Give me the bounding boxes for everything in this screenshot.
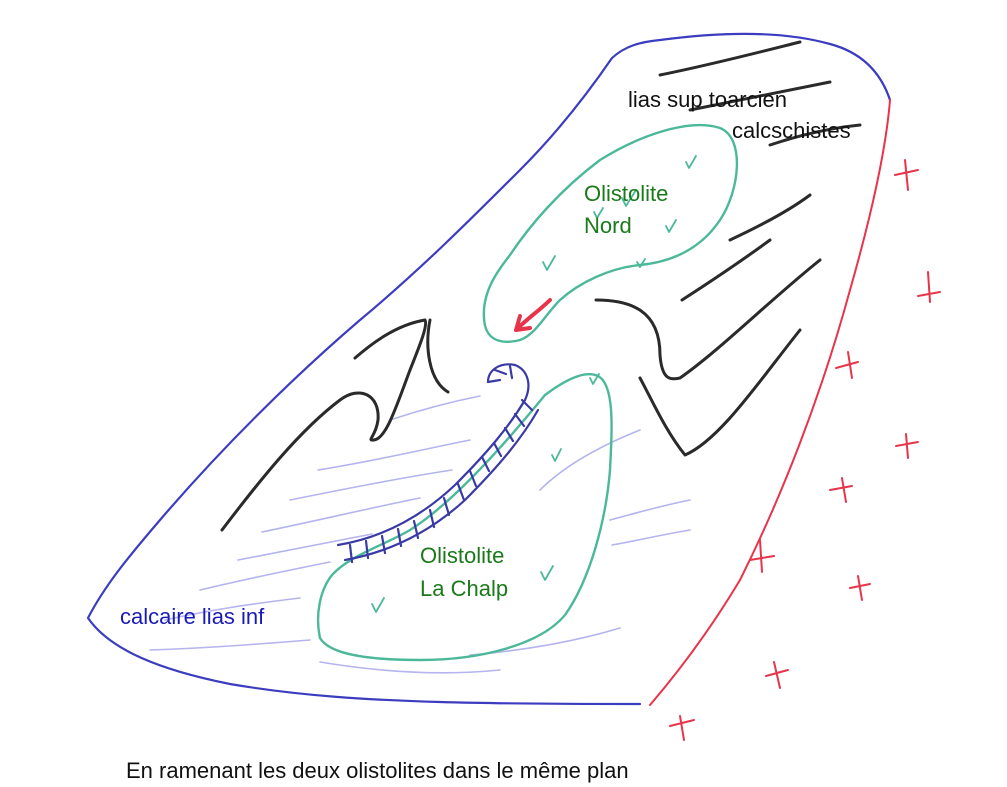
olistolite-nord-outline [482,123,739,343]
label-olistolite-lachalp-1: Olistolite [420,543,505,568]
hatched-layer [336,363,540,564]
label-lias-sup-toarcien: lias sup toarcien [628,87,787,112]
olistolite-lachalp-outline [316,373,613,662]
label-calcaire-lias-inf: calcaire lias inf [120,604,265,629]
olistolite-check-marks [371,155,697,613]
schist-folds [220,40,862,532]
granite-crosses [669,159,941,741]
red-arrow-mark [514,298,552,332]
caption: En ramenant les deux olistolites dans le… [126,758,629,783]
fault-line [649,99,891,706]
bedding-lines [149,395,691,674]
massif-outline [86,32,892,706]
label-calcschistes: calcschistes [732,118,851,143]
label-olistolite-lachalp-2: La Chalp [420,576,509,601]
label-olistolite-nord-2: Nord [584,213,632,238]
label-olistolite-nord-1: Olistolite [584,181,669,206]
